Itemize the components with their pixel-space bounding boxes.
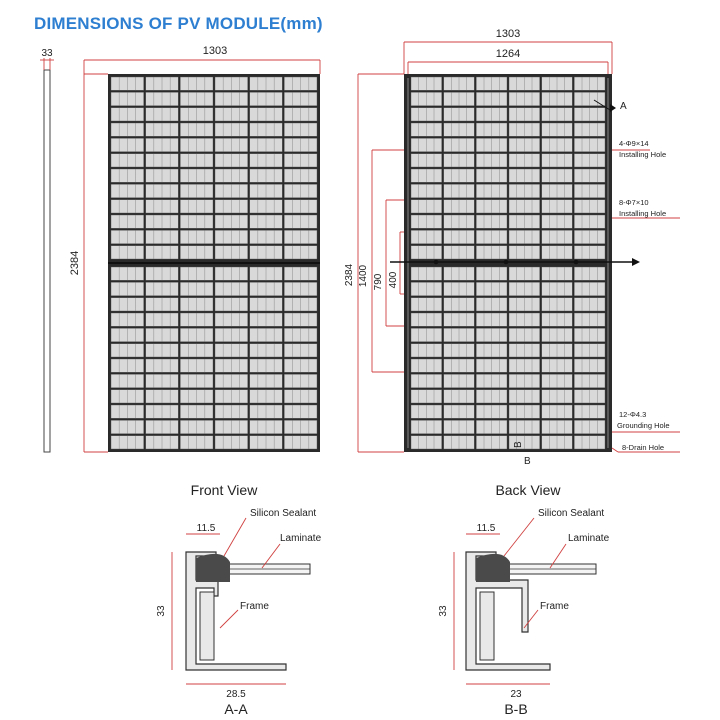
aa-height-label: 33	[156, 605, 167, 617]
aa-sealant-leader	[223, 517, 247, 557]
back-cell-grid	[410, 76, 606, 450]
section-bb: 11.5 33 23 Silicon Sealant Laminate Fram…	[438, 508, 610, 717]
bb-section-name: B-B	[504, 701, 527, 717]
aa-bottom-width-label: 28.5	[226, 689, 246, 700]
aa-frame-label: Frame	[240, 601, 269, 612]
junction-dot-3	[573, 259, 579, 265]
bb-laminate-label: Laminate	[568, 533, 610, 544]
front-cell-grid	[110, 76, 318, 450]
callout-install1-spec: 4-Φ9×14	[619, 139, 649, 148]
front-height-label: 2384	[69, 251, 81, 275]
callout-ground-spec: 12-Φ4.3	[619, 410, 646, 419]
front-width-label: 1303	[203, 45, 227, 57]
section-a-marker-label: A	[620, 101, 627, 112]
back-1400-label: 1400	[358, 264, 369, 287]
section-aa: 11.5 33 28.5 Silicon Sealant Laminate Fr…	[156, 508, 322, 717]
section-b-marker-top: B	[513, 441, 524, 448]
back-inner-width-label: 1264	[496, 48, 520, 60]
section-arrow-right	[632, 258, 640, 266]
bb-sealant-label: Silicon Sealant	[538, 508, 604, 519]
back-module: 1303 1264 2384 1400 790 400	[344, 28, 680, 467]
section-b-marker-bottom: B	[524, 456, 531, 467]
aa-laminate-leader	[261, 543, 281, 569]
side-view: 33	[40, 48, 54, 453]
callout-drain-leader	[611, 447, 619, 453]
back-width-label: 1303	[496, 28, 520, 40]
bb-laminate-leader	[549, 543, 567, 569]
bb-sealant-leader	[503, 517, 535, 557]
back-height-label: 2384	[344, 263, 355, 286]
aa-frame-inner-wall	[199, 591, 215, 661]
junction-dot-2	[503, 259, 509, 265]
front-module: 1303 2384	[69, 45, 321, 453]
bb-silicon-sealant	[476, 553, 510, 582]
section-a-marker-line	[593, 99, 611, 111]
aa-sealant-label: Silicon Sealant	[250, 508, 316, 519]
junction-dot-1	[433, 259, 439, 265]
front-view-title: Front View	[191, 482, 259, 498]
section-a-marker-arrow	[610, 104, 616, 112]
back-790-label: 790	[373, 273, 384, 290]
bb-top-width-label: 11.5	[477, 523, 496, 534]
aa-laminate-label: Laminate	[280, 533, 322, 544]
callout-install2-spec: 8-Φ7×10	[619, 198, 649, 207]
callout-install1-name: Installing Hole	[619, 150, 666, 159]
bb-bottom-width-label: 23	[510, 689, 522, 700]
bb-frame-leader	[523, 609, 539, 629]
bb-height-label: 33	[438, 605, 449, 617]
aa-silicon-sealant	[196, 553, 230, 582]
back-view-title: Back View	[495, 482, 561, 498]
callout-ground-name: Grounding Hole	[617, 421, 670, 430]
aa-top-width-label: 11.5	[197, 523, 216, 534]
bb-frame-inner-wall	[479, 591, 495, 661]
bb-frame-label: Frame	[540, 601, 569, 612]
callout-drain-label: 8-Drain Hole	[622, 443, 664, 452]
back-400-label: 400	[388, 271, 399, 288]
diagram-title: DIMENSIONS OF PV MODULE(mm)	[34, 14, 323, 33]
callout-install2-name: Installing Hole	[619, 209, 666, 218]
side-thickness-label: 33	[41, 48, 53, 59]
aa-frame-leader	[219, 609, 239, 629]
side-frame-profile	[43, 69, 51, 453]
aa-section-name: A-A	[224, 701, 248, 717]
